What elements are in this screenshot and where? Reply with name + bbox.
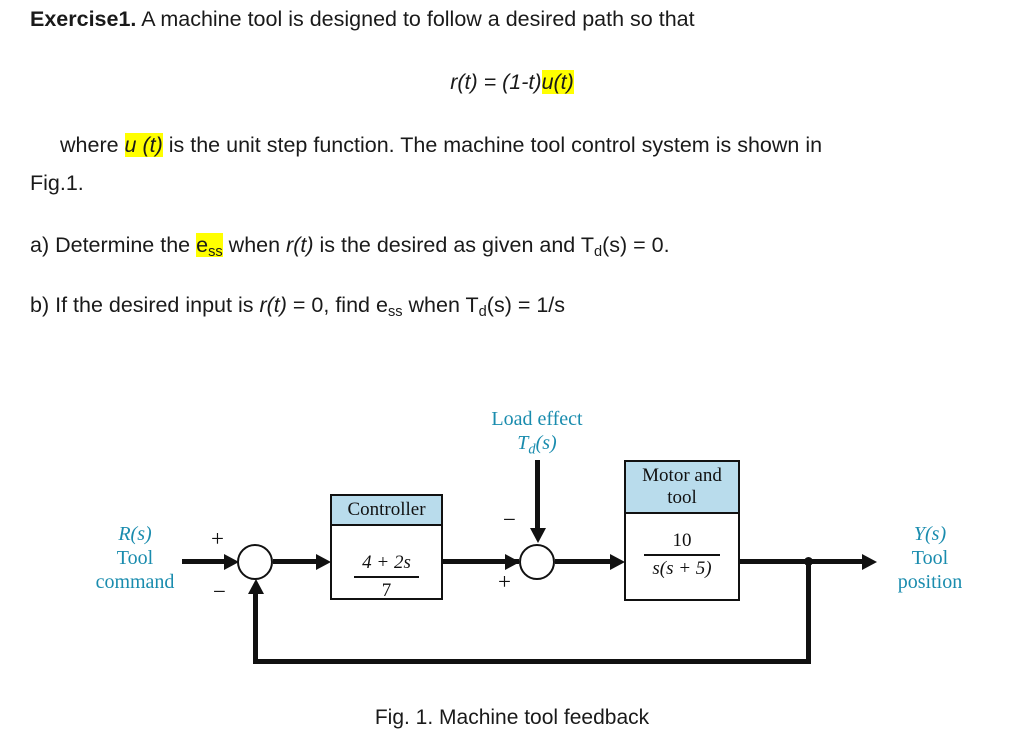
- summing-junction-2-minus-sign: −: [503, 507, 516, 532]
- plant-numerator: 10: [672, 530, 692, 552]
- controller-input-arrowhead-icon: [316, 553, 331, 570]
- error-signal-wire: [273, 559, 322, 564]
- feedback-wire-vertical-left: [253, 592, 258, 664]
- part-b-rt: r(t): [259, 293, 287, 317]
- part-a-line: a) Determine the ess when r(t) is the de…: [30, 233, 670, 261]
- controller-fraction-bar: [354, 575, 419, 578]
- disturbance-symbol-sub: d: [528, 441, 536, 458]
- summing-junction-1: [237, 544, 273, 580]
- where-line: where u (t) is the unit step function. T…: [60, 133, 823, 157]
- part-b-prefix: b) If the desired input is: [30, 293, 260, 317]
- plant-denominator: s(s + 5): [652, 558, 712, 579]
- part-b-tail: (s) = 1/s: [486, 293, 566, 317]
- part-a-prefix: a) Determine the: [30, 233, 197, 257]
- part-b-after: when T: [402, 293, 479, 317]
- part-b-d-sub: d: [478, 304, 487, 321]
- figure-caption: Fig. 1. Machine tool feedback: [374, 706, 650, 729]
- where-highlighted: u (t): [124, 133, 163, 157]
- controller-transfer-function: 4 + 2s 7: [354, 552, 419, 602]
- where-prefix: where: [60, 133, 125, 157]
- plant-fraction-bar: [644, 554, 720, 556]
- equation-line: r(t) = (1-t)u(t): [0, 70, 1024, 94]
- part-a-e: e: [196, 233, 209, 257]
- output-arrowhead-icon: [862, 553, 877, 570]
- part-b-ss-sub: ss: [387, 304, 403, 321]
- part-a-mid: when: [222, 233, 287, 257]
- input-arrowhead-icon: [224, 553, 239, 570]
- summing-junction-1-minus-sign: −: [213, 579, 226, 604]
- summing-junction-2-plus-sign: +: [498, 569, 511, 594]
- plant-block-title-line1: Motor and: [642, 465, 722, 486]
- input-symbol: R(s): [118, 523, 152, 545]
- disturbance-symbol-base: T: [517, 432, 529, 454]
- summing-junction-2: [519, 544, 555, 580]
- part-a-ess-highlight: ess: [196, 233, 223, 261]
- equation-plain: r(t) = (1-t): [450, 70, 542, 94]
- feedback-wire-vertical-right: [806, 559, 811, 664]
- exercise-intro-text: A machine tool is designed to follow a d…: [141, 7, 695, 31]
- plant-transfer-function: 10 s(s + 5): [644, 530, 720, 580]
- plant-input-wire: [555, 559, 616, 564]
- plant-input-arrowhead-icon: [610, 553, 625, 570]
- controller-block: Controller 4 + 2s 7: [330, 494, 443, 601]
- output-symbol: Y(s): [913, 523, 947, 545]
- summing-junction-2-input-arrowhead-icon: [505, 553, 520, 570]
- disturbance-symbol-tail: (s): [535, 432, 557, 454]
- exercise-label: Exercise1.: [30, 7, 137, 31]
- summing-junction-1-plus-sign: +: [211, 526, 224, 551]
- output-label-line3: position: [897, 571, 963, 593]
- controller-denominator: 7: [381, 579, 392, 601]
- equation-highlighted: u(t): [541, 70, 574, 94]
- where-suffix: is the unit step function. The machine t…: [162, 133, 823, 157]
- part-a-rt: r(t): [286, 233, 314, 257]
- output-label-line2: Tool: [911, 547, 949, 569]
- input-label-line2: Tool: [116, 547, 154, 569]
- controller-block-body: 4 + 2s 7: [332, 526, 441, 627]
- output-signal-label: Y(s) Tool position: [860, 522, 1000, 594]
- controller-block-title: Controller: [332, 496, 441, 526]
- input-signal-label: R(s) Tool command: [60, 522, 210, 594]
- disturbance-wire: [535, 460, 540, 532]
- input-wire: [182, 559, 228, 564]
- part-a-ss-sub: ss: [208, 244, 223, 261]
- part-b-mid: = 0, find e: [286, 293, 388, 317]
- part-b-line: b) If the desired input is r(t) = 0, fin…: [30, 293, 566, 321]
- plant-block-body: 10 s(s + 5): [626, 514, 738, 596]
- feedback-arrowhead-icon: [247, 579, 264, 594]
- input-label-line3: command: [95, 571, 175, 593]
- exercise-title-line: Exercise1. A machine tool is designed to…: [30, 7, 695, 31]
- feedback-wire-horizontal: [253, 659, 811, 664]
- disturbance-label-line1: Load effect: [491, 408, 583, 430]
- part-a-d-sub: d: [593, 244, 603, 261]
- disturbance-label: Load effect Td(s): [462, 407, 612, 461]
- disturbance-arrowhead-icon: [529, 528, 546, 543]
- controller-numerator: 4 + 2s: [362, 551, 411, 573]
- block-diagram-figure: R(s) Tool command + − Controller 4 + 2s …: [0, 380, 1024, 756]
- plant-block-title-line2: tool: [667, 487, 697, 508]
- controller-output-wire: [443, 559, 519, 564]
- part-a-tail: (s) = 0.: [602, 233, 670, 257]
- figure-reference: Fig.1.: [30, 171, 84, 195]
- part-a-after: is the desired as given and T: [313, 233, 594, 257]
- plant-block-title: Motor and tool: [626, 462, 738, 514]
- plant-block: Motor and tool 10 s(s + 5): [624, 460, 740, 601]
